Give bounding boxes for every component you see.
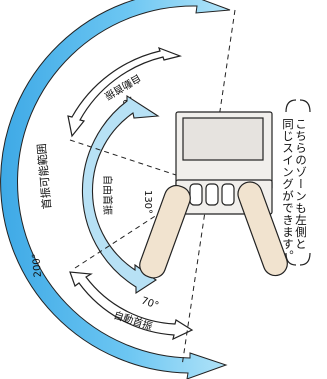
free-swing-angle: 130° (142, 190, 153, 214)
swing-arm-right (237, 181, 288, 277)
note-bracket (285, 99, 311, 266)
swing-arm-left (139, 184, 191, 279)
range-arrow (0, 0, 231, 379)
auto-swing-bottom-label: 自動首振 (112, 308, 154, 333)
range-angle: 200° (31, 253, 44, 278)
free-swing-label: 自由首振 (101, 175, 114, 215)
swing-guide-lines (69, 9, 236, 367)
note-line-1: こちらのゾーンも左側と (294, 118, 308, 250)
range-label: 首振可能範囲 (34, 143, 54, 210)
note-line-2: 同じスイングができます。 (281, 118, 295, 262)
auto-swing-bottom-angle: 70° (140, 295, 160, 311)
free-swing-arrow (81, 94, 160, 295)
auto-swing-arrow-top (67, 46, 182, 138)
auto-swing-arrow-bottom (69, 271, 194, 341)
